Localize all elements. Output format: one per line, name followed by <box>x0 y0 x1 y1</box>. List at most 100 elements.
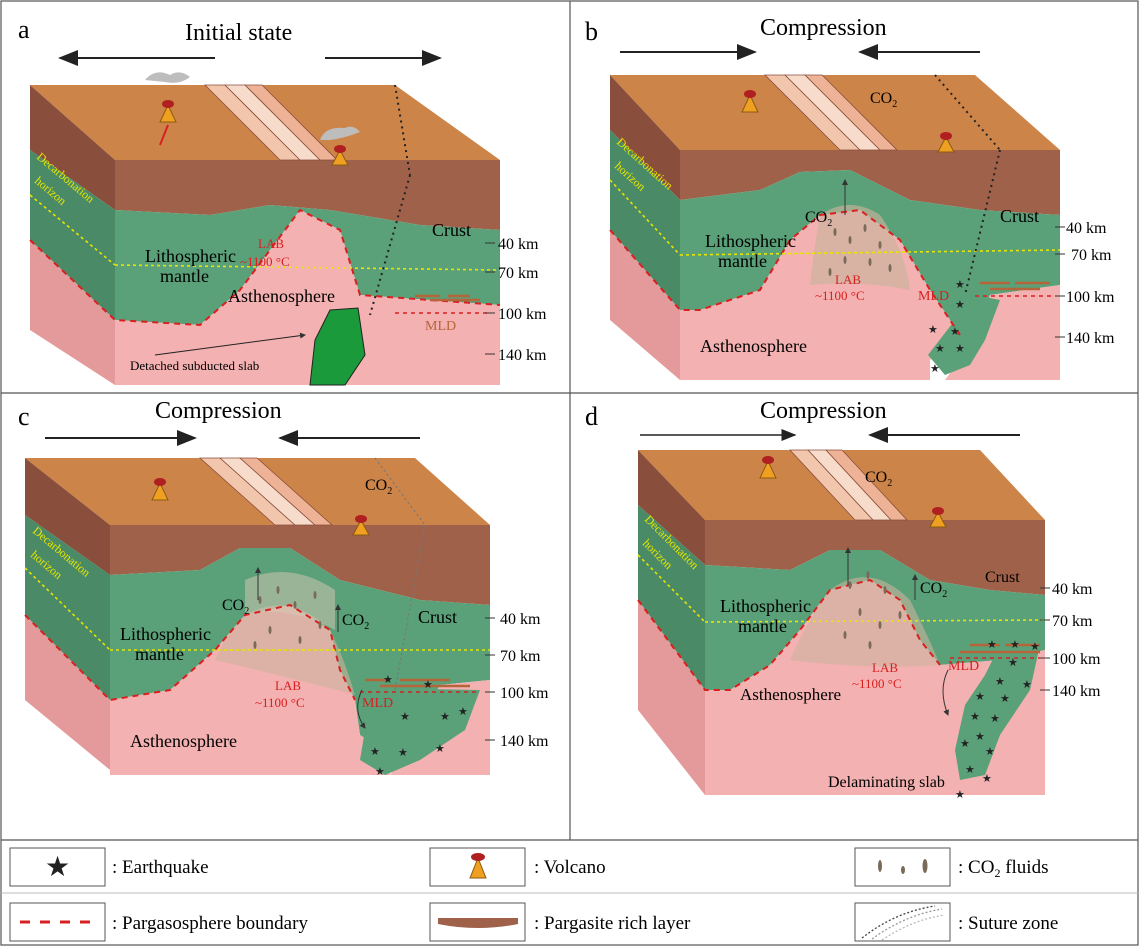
svg-text:★: ★ <box>375 766 385 778</box>
decarbonation-horizon <box>609 179 681 256</box>
legend-suture: : Suture zone <box>958 913 1058 934</box>
asthenosphere-side <box>638 600 705 795</box>
volcano-icon <box>929 507 947 528</box>
svg-text:★: ★ <box>995 676 1005 688</box>
svg-text:★: ★ <box>955 299 965 311</box>
suture-zone-band <box>825 449 908 521</box>
pargasite-layer <box>960 643 1040 654</box>
detached-slab <box>309 307 366 386</box>
mld-label: MLD <box>425 319 456 334</box>
mantle-side <box>30 150 115 320</box>
depth-label: 140 km <box>1066 330 1115 347</box>
panel-letter: a <box>18 15 30 44</box>
co2-fluid-zone <box>245 572 335 630</box>
svg-text:★: ★ <box>1000 693 1010 705</box>
depth-label: 100 km <box>498 306 547 323</box>
depth-label: 40 km <box>500 611 541 628</box>
mantle-label: mantle <box>160 266 209 286</box>
mld-arrow <box>357 689 366 729</box>
lab-label: LAB <box>835 272 861 287</box>
star-icon: ★ <box>45 852 70 883</box>
depth-scale <box>485 242 495 355</box>
svg-text:★: ★ <box>990 713 1000 725</box>
asthenosphere-label: Asthenosphere <box>700 336 807 356</box>
lab-label: LAB <box>275 678 301 693</box>
decarbonation-horizon <box>114 264 501 271</box>
co2-fluid-marks <box>828 224 892 276</box>
slab-pointer <box>154 332 306 356</box>
svg-text:★: ★ <box>982 773 992 785</box>
volcano-icon <box>352 515 370 536</box>
decarbonation-horizon <box>704 619 1046 623</box>
suture-line <box>369 174 411 316</box>
pargasite-layer-icon <box>438 918 518 928</box>
lithospheric-mantle <box>115 205 500 325</box>
svg-text:★: ★ <box>398 747 408 759</box>
co2-label: CO2 <box>222 597 249 617</box>
earthquake-stars: ★★★★★★★★★★★★★★★★ <box>955 639 1040 801</box>
legend-swatch-earthquake <box>9 847 106 887</box>
pargasite-layer <box>415 294 480 302</box>
crust-front <box>30 85 115 210</box>
crust-label: Crust <box>1000 206 1039 226</box>
mld-label: MLD <box>362 696 393 711</box>
panel-title: Compression <box>760 15 887 41</box>
legend-volcano: : Volcano <box>534 857 606 878</box>
panel-d: d Compression ★★★★★★★★★★★★★★★★ <box>585 398 1101 801</box>
subducting-slab <box>360 688 480 775</box>
svg-text:★: ★ <box>1010 639 1020 651</box>
co2-fluid-marks <box>843 571 902 649</box>
depth-scale <box>1040 587 1050 691</box>
suture-zone-band <box>238 457 334 526</box>
lithospheric-label: Lithospheric <box>120 624 211 644</box>
lithospheric-label: Lithospheric <box>145 246 236 266</box>
svg-text:★: ★ <box>955 789 965 801</box>
panel-c: c Compression ★ <box>18 398 549 778</box>
svg-text:★: ★ <box>435 743 445 755</box>
volcano-icon <box>151 478 169 501</box>
suture-line <box>374 457 426 526</box>
co2-label: CO2 <box>805 209 832 229</box>
depth-label: 100 km <box>500 685 549 702</box>
crust-front <box>680 150 1060 215</box>
co2-fluid-zone <box>810 205 910 290</box>
crust-label: Crust <box>985 569 1020 586</box>
suture-zone-band <box>804 74 898 151</box>
co2-label: CO2 <box>920 580 947 600</box>
crust-front <box>115 160 500 230</box>
pargasosphere-boundary <box>24 603 356 702</box>
mantle-label: mantle <box>738 616 787 636</box>
svg-text:★: ★ <box>955 279 965 291</box>
lithospheric-label: Lithospheric <box>720 596 811 616</box>
svg-text:★: ★ <box>975 691 985 703</box>
legend: ★ : Earthquake : Volcano : CO2 fluids : … <box>9 847 1058 942</box>
asthenosphere-label: Asthenosphere <box>228 286 335 306</box>
svg-text:★: ★ <box>440 711 450 723</box>
asthenosphere-side <box>25 615 110 770</box>
subducting-slab <box>928 295 1000 375</box>
crust-label: Crust <box>432 220 471 240</box>
crust-front <box>705 520 1045 595</box>
legend-co2-fluids: : CO2 fluids <box>958 857 1048 880</box>
pargasosphere-boundary <box>637 578 941 691</box>
legend-pargasosphere: : Pargasosphere boundary <box>112 913 308 934</box>
svg-text:★: ★ <box>975 731 985 743</box>
asthenosphere-side <box>610 230 680 380</box>
volcano-icon <box>741 90 759 113</box>
mld-label: MLD <box>918 289 949 304</box>
crust-front <box>638 450 705 565</box>
lithospheric-mantle <box>705 550 1045 690</box>
volcano-icon <box>331 145 349 166</box>
mantle-side <box>638 505 705 690</box>
svg-text:★: ★ <box>955 343 965 355</box>
svg-text:★: ★ <box>965 764 975 776</box>
pargasite-layer <box>365 678 470 688</box>
decarbonation-horizon <box>24 567 111 651</box>
asthenosphere <box>115 210 500 385</box>
asthenosphere-label: Asthenosphere <box>130 731 237 751</box>
svg-text:★: ★ <box>987 639 997 651</box>
asthenosphere-side <box>30 240 115 385</box>
suture-line <box>934 74 1001 151</box>
co2-label: CO2 <box>870 90 897 110</box>
